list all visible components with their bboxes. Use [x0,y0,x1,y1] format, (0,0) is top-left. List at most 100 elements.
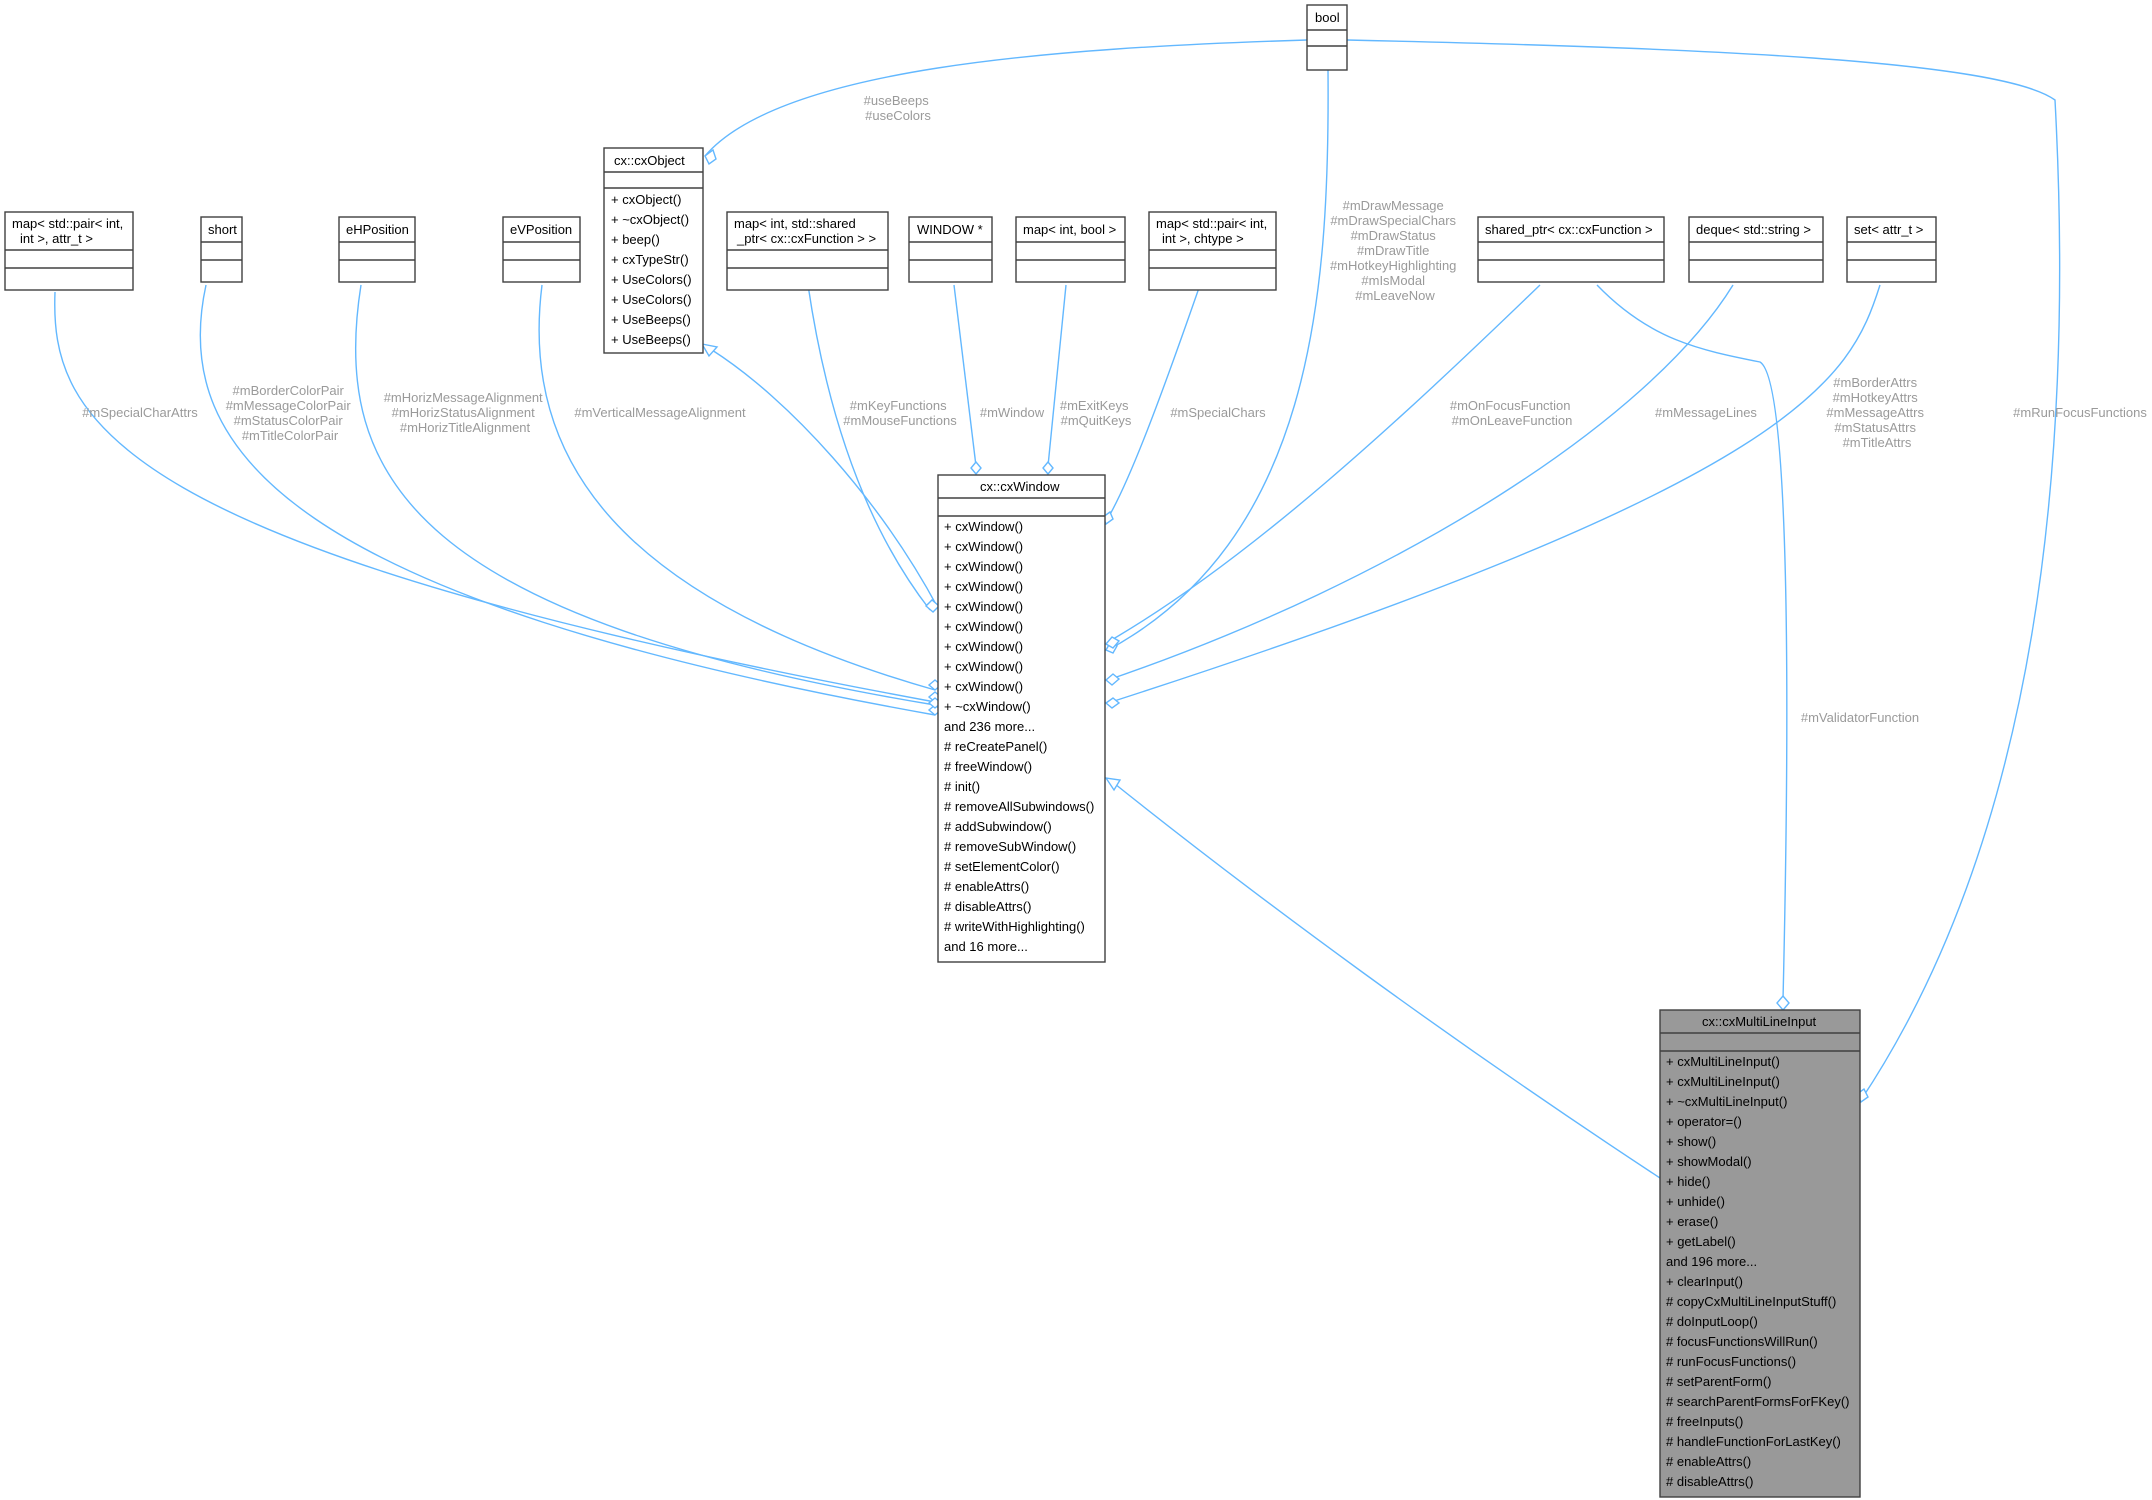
member: + UseColors() [611,272,692,287]
label-messagelines: #mMessageLines [1655,405,1757,420]
member: + UseColors() [611,292,692,307]
member: # setElementColor() [944,859,1060,874]
label-attrs: #mBorderAttrs #mHotkeyAttrs #mMessageAtt… [1826,375,1927,450]
edge-mapintbool-to-cxwindow [1047,284,1067,467]
member: + cxWindow() [944,619,1023,634]
class-cxwindow: cx::cxWindow + cxWindow() + cxWindow() +… [937,474,1106,963]
edge-labels: #useBeeps #useColors #mSpecialCharAttrs … [82,93,2147,725]
member: + cxObject() [611,192,681,207]
member: + showModal() [1666,1154,1752,1169]
edge-setattr-to-cxwindow [1107,284,1881,704]
class-deque-string: deque< std::string > [1688,216,1824,283]
member: # focusFunctionsWillRun() [1666,1334,1818,1349]
label-runfocus: #mRunFocusFunctions [2013,405,2147,420]
edges [54,39,2061,1179]
member: + cxWindow() [944,599,1023,614]
member: + beep() [611,232,660,247]
class-cxmultilineinput: cx::cxMultiLineInput + cxMultiLineInput(… [1659,1009,1861,1498]
class-title: cx::cxMultiLineInput [1702,1014,1817,1029]
edge-cxobject-inherit-cxwindow [711,349,939,609]
member: + ~cxWindow() [944,699,1031,714]
edge-ehposition-to-cxwindow [354,284,936,706]
arrowheads [700,148,1869,1104]
edge-dequestring-to-cxwindow [1107,284,1734,681]
label-keyfunctions: #mKeyFunctions #mMouseFunctions [843,398,957,428]
edge-sharedfunc-to-cxmultilineinput [1596,284,1788,1001]
label-vertalign: #mVerticalMessageAlignment [574,405,746,420]
member: # copyCxMultiLineInputStuff() [1666,1294,1836,1309]
member: + ~cxObject() [611,212,689,227]
diamond-cxwindow-mapintbool [1042,460,1054,476]
member: + getLabel() [1666,1234,1736,1249]
edge-bool-to-cxwindow [1107,69,1329,651]
member: + UseBeeps() [611,312,691,327]
edge-bool-to-cxmultilineinput [1346,39,2061,1101]
edge-evposition-to-cxwindow [538,284,936,691]
class-title: set< attr_t > [1854,222,1923,237]
diamond-cxwindow-window [970,460,982,476]
member: # searchParentFormsForFKey() [1666,1394,1850,1409]
class-title-line: map< int, std::shared [734,216,856,231]
class-title-line: _ptr< cx::cxFunction > > [736,231,876,246]
member: # reCreatePanel() [944,739,1047,754]
class-title: cx::cxWindow [980,479,1060,494]
member: # runFocusFunctions() [1666,1354,1796,1369]
member: # addSubwindow() [944,819,1052,834]
class-title: short [208,222,237,237]
edge-short-to-cxwindow [199,284,936,716]
class-title-line: int >, chtype > [1162,231,1244,246]
class-map-int-shared: map< int, std::shared _ptr< cx::cxFuncti… [726,211,889,291]
label-boolmembers: #mDrawMessage #mDrawSpecialChars #mDrawS… [1330,198,1460,303]
label-exitkeys: #mExitKeys #mQuitKeys [1060,398,1132,428]
class-ehposition: eHPosition [338,216,416,283]
inherit-arrow-cxobject [700,343,719,358]
member-list: + cxMultiLineInput() + cxMultiLineInput(… [1666,1054,1850,1489]
member: + cxWindow() [944,559,1023,574]
member: + cxTypeStr() [611,252,689,267]
member: + hide() [1666,1174,1710,1189]
member: + UseBeeps() [611,332,691,347]
member: # writeWithHighlighting() [944,919,1085,934]
member: and 236 more... [944,719,1035,734]
member: + cxMultiLineInput() [1666,1074,1780,1089]
member: # doInputLoop() [1666,1314,1758,1329]
class-title: eHPosition [346,222,409,237]
member: # setParentForm() [1666,1374,1771,1389]
label-specialchars: #mSpecialChars [1170,405,1266,420]
member: + unhide() [1666,1194,1725,1209]
class-map-pair-attr: map< std::pair< int, int >, attr_t > [4,211,134,291]
class-title: bool [1315,10,1340,25]
member: and 196 more... [1666,1254,1757,1269]
label-focusfunctions: #mOnFocusFunction #mOnLeaveFunction [1450,398,1574,428]
diamond-cxobject-usebeeps [704,148,717,166]
class-bool: bool [1306,4,1348,71]
edge-mapintshared-to-cxwindow [807,284,931,611]
member: and 16 more... [944,939,1028,954]
member: # enableAttrs() [1666,1454,1751,1469]
member: # handleFunctionForLastKey() [1666,1434,1841,1449]
member: + cxMultiLineInput() [1666,1054,1780,1069]
edge-cxwindow-inherit-cxmultilineinput [1109,779,1661,1179]
class-window-ptr: WINDOW * [908,216,993,283]
member: + cxWindow() [944,679,1023,694]
member: # freeWindow() [944,759,1032,774]
label-usebeeps: #useBeeps #useColors [864,93,933,123]
label-validator: #mValidatorFunction [1801,710,1919,725]
edge-window-to-cxwindow [953,284,977,467]
class-title: cx::cxObject [614,153,685,168]
member: + operator=() [1666,1114,1742,1129]
member: + cxWindow() [944,579,1023,594]
member: # disableAttrs() [1666,1474,1753,1489]
class-set-attr: set< attr_t > [1846,216,1937,283]
member: # init() [944,779,980,794]
class-title: eVPosition [510,222,572,237]
class-cxobject: cx::cxObject + cxObject() + ~cxObject() … [603,147,704,354]
class-title: map< int, bool > [1023,222,1116,237]
member: # enableAttrs() [944,879,1029,894]
diamond-cxwindow-setattr [1104,697,1121,709]
label-window: #mWindow [980,405,1045,420]
member: + cxWindow() [944,659,1023,674]
member: + cxWindow() [944,519,1023,534]
member: + clearInput() [1666,1274,1743,1289]
